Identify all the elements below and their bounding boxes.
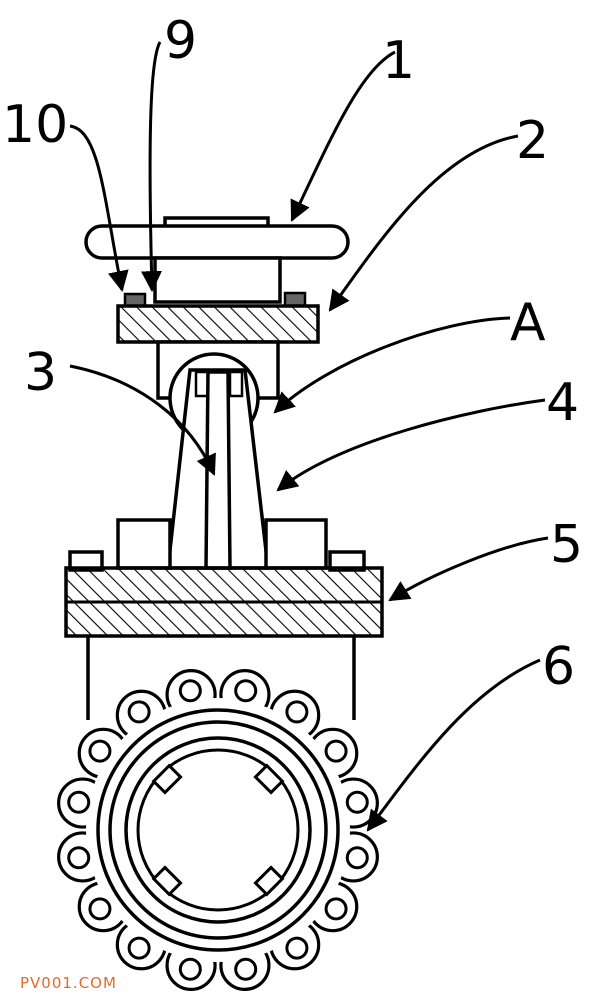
valve-body [57, 669, 379, 991]
label-2: 2 [516, 111, 549, 171]
bore-lug [151, 763, 183, 795]
label-9: 9 [164, 11, 197, 71]
bolt-hole [345, 790, 369, 814]
label-10: 10 [2, 95, 68, 155]
watermark: PV001.COM [20, 974, 117, 992]
bolt-hole [285, 936, 309, 960]
body-legs [86, 636, 356, 720]
label-1: 1 [382, 31, 415, 91]
bolt-hole [88, 739, 112, 763]
bolt-hole [285, 700, 309, 724]
label-5: 5 [550, 515, 583, 575]
bolt-hole [88, 897, 112, 921]
bolt-hole [178, 957, 202, 981]
bolt-hole [67, 790, 91, 814]
label-4: 4 [546, 373, 579, 433]
label-A: A [510, 293, 546, 353]
label-3: 3 [24, 343, 57, 403]
bolt-hole [234, 957, 258, 981]
flange-plate [64, 566, 384, 638]
part-labels: 1 9 10 2 A 3 4 5 6 [2, 11, 583, 697]
label-6: 6 [542, 637, 575, 697]
bore-ring [136, 748, 300, 912]
handwheel [84, 216, 350, 304]
top-bolts [123, 291, 307, 308]
top-plate [116, 304, 320, 344]
bolt-hole [127, 936, 151, 960]
bore-lug [253, 865, 285, 897]
bolt-hole [234, 679, 258, 703]
bolt-hole [324, 897, 348, 921]
bolt-hole [127, 700, 151, 724]
bolt-hole [345, 846, 369, 870]
bolt-hole [178, 679, 202, 703]
bolt-hole [67, 846, 91, 870]
yoke [156, 340, 280, 570]
bore-lug [253, 763, 285, 795]
bore-lug [151, 865, 183, 897]
outer-ring [96, 708, 340, 952]
bolt-hole [324, 739, 348, 763]
inner-ring [124, 736, 312, 924]
middle-ring [108, 720, 328, 940]
leader-lines [69, 41, 549, 832]
